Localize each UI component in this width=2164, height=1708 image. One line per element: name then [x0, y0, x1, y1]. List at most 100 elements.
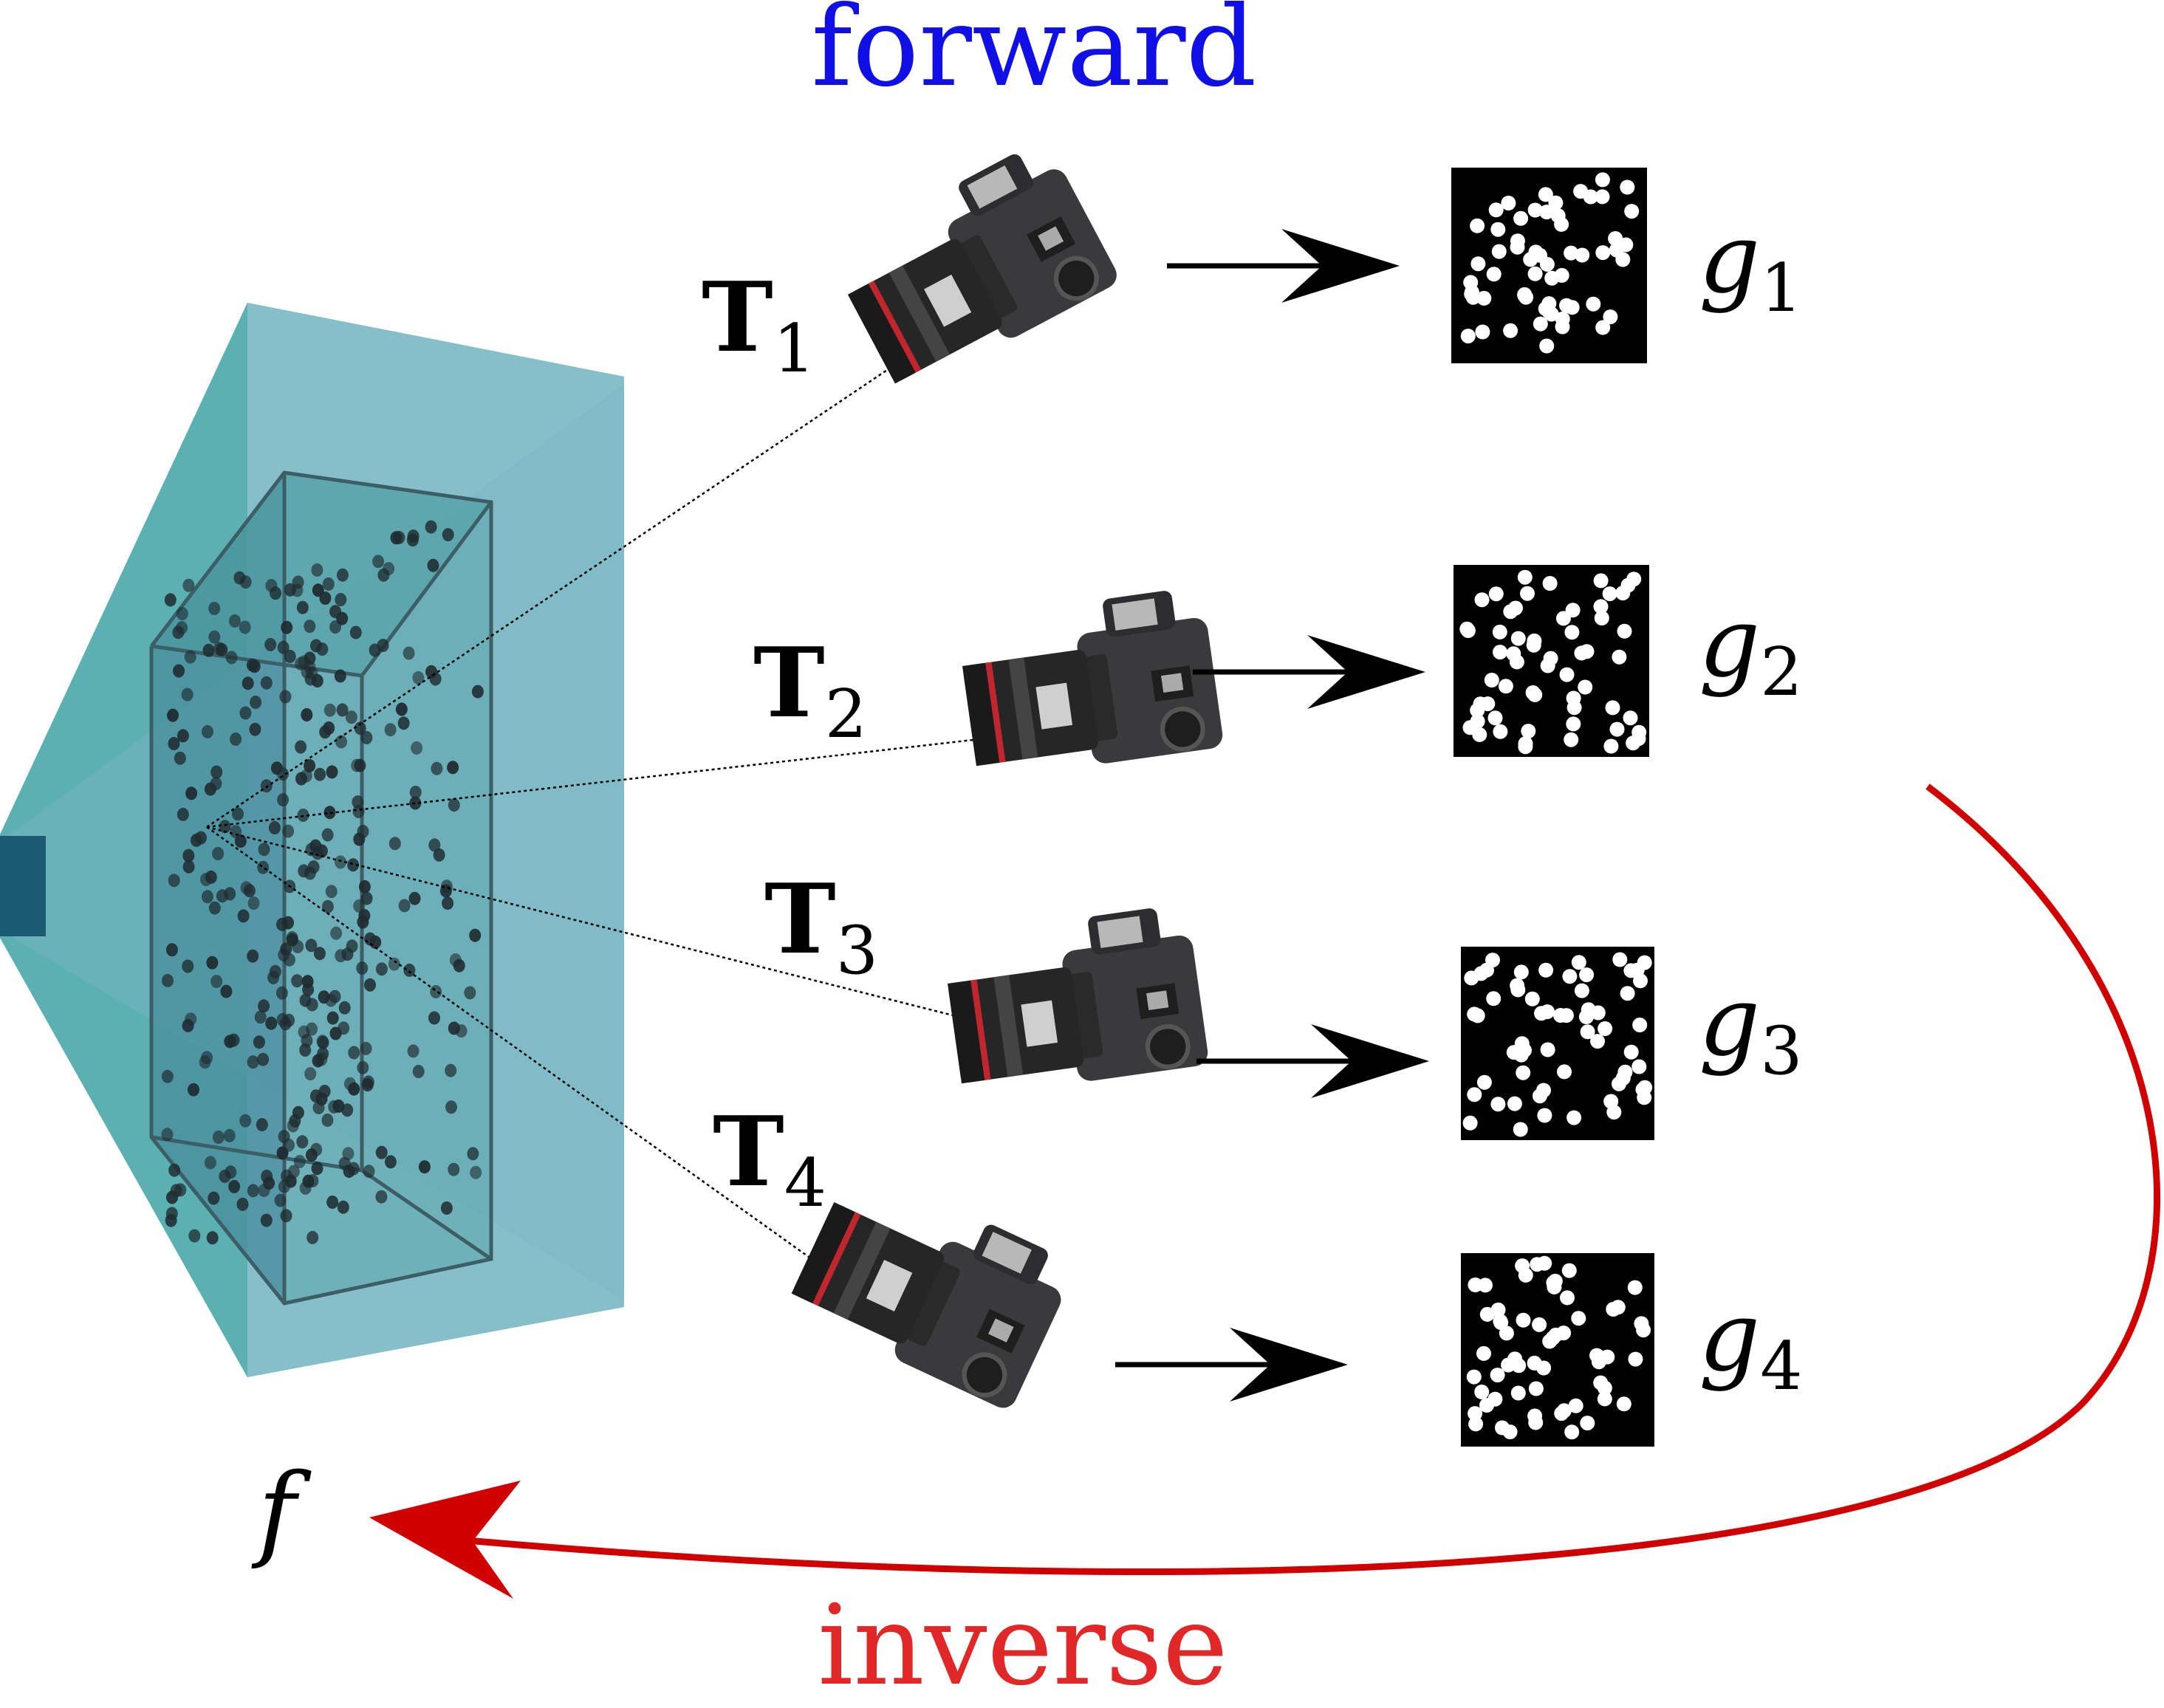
particle: [206, 956, 219, 970]
particle: [360, 1041, 372, 1055]
transform-index: 3: [836, 912, 878, 990]
image-dot: [1474, 592, 1490, 608]
image-dot: [1554, 1406, 1569, 1421]
image-dot: [1580, 1024, 1595, 1040]
particle: [167, 708, 179, 722]
arrowhead-3: [1311, 1024, 1429, 1098]
particle: [360, 891, 373, 905]
camera-icon: [941, 903, 1209, 1099]
particle: [247, 949, 259, 963]
forward-label: forward: [811, 0, 1256, 112]
image-dot: [1602, 586, 1617, 602]
inverse-arrowhead: [369, 1481, 521, 1599]
particle: [471, 685, 484, 699]
particle: [166, 1190, 178, 1204]
particle: [431, 761, 443, 775]
image-base: g: [1699, 586, 1760, 699]
image-dot: [1490, 1097, 1506, 1112]
image-dot: [1597, 1391, 1612, 1407]
particle: [228, 1179, 241, 1193]
image-dot: [1476, 1074, 1492, 1090]
image-dot: [1533, 247, 1547, 263]
image-dot: [1628, 1351, 1643, 1367]
particle: [204, 1156, 216, 1170]
particle: [304, 759, 316, 772]
image-dot: [1623, 1044, 1639, 1060]
image-dot: [1490, 1368, 1505, 1383]
image-g1: [1451, 168, 1647, 363]
particle: [403, 963, 416, 977]
particle: [225, 651, 238, 665]
particle: [291, 583, 304, 597]
image-base: g: [1699, 202, 1760, 315]
particle: [257, 1052, 270, 1066]
particle: [361, 1078, 374, 1092]
image-dot: [1564, 625, 1580, 640]
particle: [377, 568, 390, 582]
particle: [206, 1231, 219, 1245]
particle: [369, 643, 381, 657]
particle: [408, 891, 421, 905]
image-dot: [1513, 210, 1529, 226]
particle: [277, 640, 290, 654]
image-dot: [1470, 256, 1486, 272]
image-dot: [1479, 1398, 1494, 1413]
image-base: g: [1699, 965, 1760, 1077]
particle: [284, 649, 296, 663]
image-dot: [1593, 1375, 1609, 1390]
image-dot: [1510, 978, 1525, 993]
image-dot: [1501, 1357, 1516, 1373]
image-dot: [1498, 679, 1513, 694]
particle: [188, 1083, 199, 1097]
image-dot: [1538, 301, 1553, 317]
particle: [182, 578, 195, 592]
image-dot: [1462, 1115, 1478, 1131]
image-dot: [1503, 604, 1518, 620]
particle: [230, 825, 242, 839]
image-dot: [1548, 1327, 1564, 1342]
particle: [353, 832, 366, 846]
particle: [395, 702, 408, 716]
image-base: g: [1699, 1280, 1760, 1393]
image-dot: [1513, 1122, 1528, 1137]
image-dot: [1574, 645, 1589, 661]
particle: [440, 1201, 453, 1215]
image-dot: [1493, 1314, 1508, 1329]
particle: [464, 986, 476, 1000]
image-dot: [1518, 739, 1533, 755]
image-dot: [1627, 1280, 1643, 1295]
image-dot: [1538, 962, 1554, 978]
image-dot: [1463, 275, 1479, 290]
image-dot: [1517, 1043, 1532, 1058]
image-g2: [1453, 565, 1649, 757]
particle: [384, 1155, 397, 1169]
image-dot: [1617, 623, 1632, 639]
particle: [353, 899, 366, 913]
particle: [247, 1184, 259, 1198]
particle: [411, 741, 423, 755]
particle: [253, 1035, 265, 1049]
image-dot: [1564, 732, 1579, 747]
sensor-plate: [0, 836, 46, 936]
image-dot: [1493, 645, 1507, 660]
image-dot: [1566, 1110, 1582, 1125]
image-dot: [1460, 623, 1476, 638]
particle: [356, 961, 369, 975]
particle: [246, 658, 258, 672]
particle: [325, 885, 338, 899]
image-dot: [1554, 267, 1569, 283]
transform-index: 4: [784, 1145, 826, 1222]
particle: [212, 847, 225, 860]
particle: [185, 786, 198, 800]
particle: [364, 978, 376, 992]
image-dot: [1561, 1263, 1577, 1278]
particle: [388, 837, 401, 851]
image-dot: [1574, 983, 1589, 998]
particle: [256, 1118, 268, 1132]
image-dot: [1468, 1277, 1483, 1292]
image-dot: [1562, 969, 1578, 984]
image-dot: [1560, 1290, 1575, 1306]
particle: [239, 1114, 252, 1128]
particle: [300, 769, 312, 783]
particle: [337, 1200, 349, 1214]
